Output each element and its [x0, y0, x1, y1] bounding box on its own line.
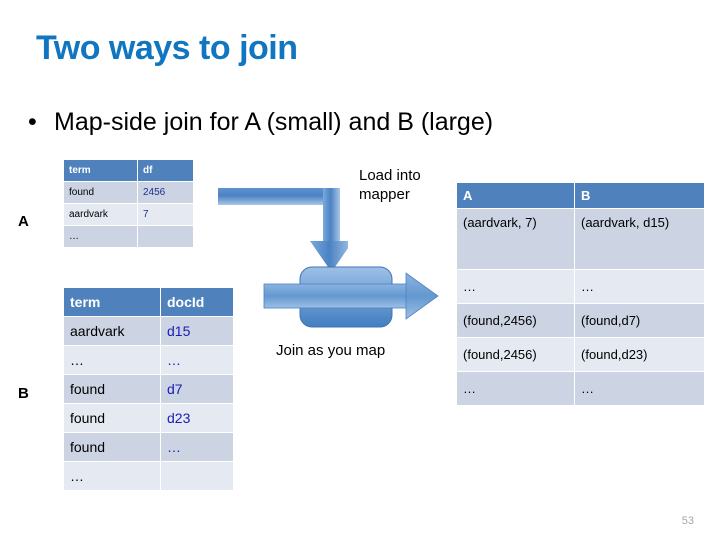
cell-a: … [456, 371, 575, 406]
table-row: (aardvark, 7) (aardvark, d15) [456, 208, 705, 270]
cell-docid: d15 [160, 316, 234, 346]
page-number: 53 [681, 515, 694, 527]
bullet-item: • Map-side join for A (small) and B (lar… [28, 106, 688, 138]
cell-a: (aardvark, 7) [456, 208, 575, 270]
cell-a: (found,2456) [456, 303, 575, 338]
column-header-docid: docId [160, 287, 234, 317]
table-joined-output: A B (aardvark, 7) (aardvark, d15) … … (f… [456, 182, 705, 406]
cell-docid: … [160, 432, 234, 462]
table-row: found … [63, 432, 234, 462]
table-header-row: term docId [63, 287, 234, 317]
page-title: Two ways to join [36, 29, 298, 67]
cell-df: 2456 [137, 181, 194, 204]
table-relation-b: term docId aardvark d15 … … found d7 fou… [63, 287, 234, 491]
table-header-row: term df [63, 159, 194, 182]
bullet-marker-icon: • [28, 108, 37, 136]
cell-term: found [63, 181, 138, 204]
cell-docid: d7 [160, 374, 234, 404]
callout-join-as-you-map: Join as you map [276, 342, 386, 359]
cell-term: … [63, 225, 138, 248]
cell-term: … [63, 345, 161, 375]
table-row: found d7 [63, 374, 234, 404]
cell-b: (aardvark, d15) [574, 208, 705, 270]
table-row: … … [456, 371, 705, 406]
cell-docid: d23 [160, 403, 234, 433]
label-relation-b: B [18, 385, 29, 402]
cell-a: (found,2456) [456, 337, 575, 372]
cell-term: found [63, 374, 161, 404]
table-row: … [63, 461, 234, 491]
cell-term: aardvark [63, 203, 138, 226]
table-row: found 2456 [63, 181, 194, 204]
table-row: … [63, 225, 194, 248]
table-row: aardvark d15 [63, 316, 234, 346]
cell-b: (found,d7) [574, 303, 705, 338]
cell-term: … [63, 461, 161, 491]
cell-df [137, 225, 194, 248]
callout-load-into-mapper: Load into mapper [359, 167, 421, 203]
table-relation-a: term df found 2456 aardvark 7 … [63, 159, 194, 248]
column-header-term: term [63, 287, 161, 317]
cell-b: … [574, 371, 705, 406]
label-relation-a: A [18, 213, 29, 230]
table-row: … … [63, 345, 234, 375]
cell-docid: … [160, 345, 234, 375]
table-row: (found,2456) (found,d7) [456, 303, 705, 338]
cell-b: (found,d23) [574, 337, 705, 372]
table-header-row: A B [456, 182, 705, 209]
table-row: found d23 [63, 403, 234, 433]
table-row: … … [456, 269, 705, 304]
cell-df: 7 [137, 203, 194, 226]
cell-term: found [63, 403, 161, 433]
column-header-df: df [137, 159, 194, 182]
table-row: aardvark 7 [63, 203, 194, 226]
mapper-process-shape [258, 264, 444, 330]
table-row: (found,2456) (found,d23) [456, 337, 705, 372]
column-header-a: A [456, 182, 575, 209]
cell-docid [160, 461, 234, 491]
column-header-b: B [574, 182, 705, 209]
cell-term: aardvark [63, 316, 161, 346]
cell-a: … [456, 269, 575, 304]
bullet-text: Map-side join for A (small) and B (large… [54, 108, 494, 136]
cell-term: found [63, 432, 161, 462]
bent-down-arrow-icon [218, 183, 353, 275]
cell-b: … [574, 269, 705, 304]
column-header-term: term [63, 159, 138, 182]
